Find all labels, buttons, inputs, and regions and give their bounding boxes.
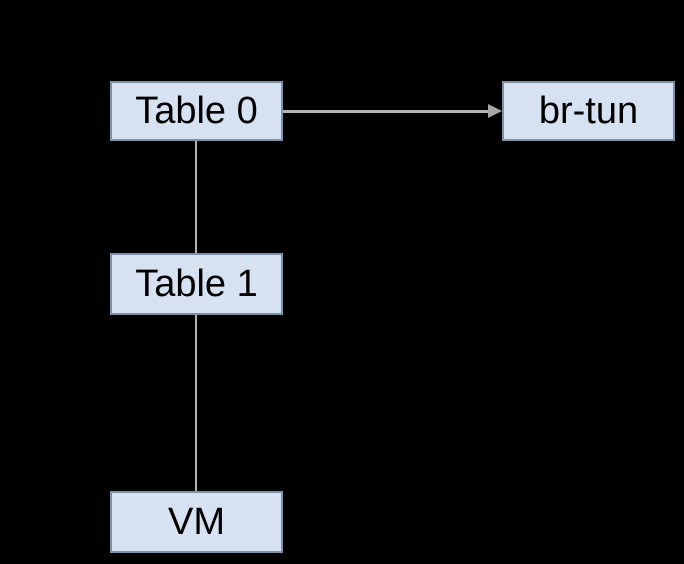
node-table0-label: Table 0 — [135, 90, 258, 132]
node-br-tun-label: br-tun — [538, 90, 639, 132]
node-br-tun: br-tun — [502, 81, 675, 141]
edge-table1-vm-line — [195, 315, 197, 491]
node-table0: Table 0 — [110, 81, 283, 141]
arrow-right-icon — [488, 104, 502, 118]
edge-table0-brtun-line — [283, 110, 489, 113]
node-vm: VM — [110, 491, 283, 553]
node-table1-label: Table 1 — [135, 263, 258, 305]
node-table1: Table 1 — [110, 253, 283, 315]
edge-table0-table1-line — [195, 141, 197, 253]
node-vm-label: VM — [168, 501, 225, 543]
